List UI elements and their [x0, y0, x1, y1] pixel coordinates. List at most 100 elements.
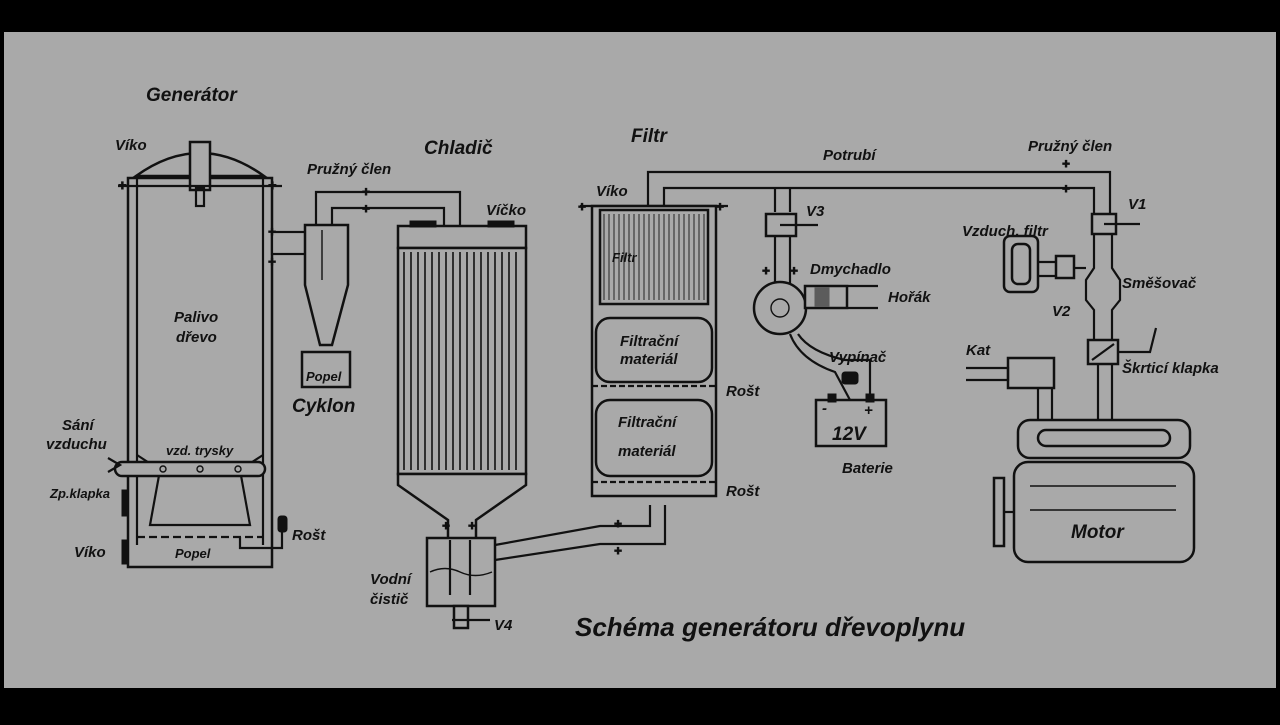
bottom-lid-label: Víko: [74, 544, 106, 561]
v4-label: V4: [494, 617, 513, 634]
engine-head-cover: [1036, 428, 1172, 448]
cyclone-pipe: [314, 190, 462, 225]
check-valve-label: Zp.klapka: [49, 486, 110, 501]
water-surface: [429, 567, 493, 577]
nozzle-ring: [113, 460, 267, 478]
cyclone-ash-label: Popel: [306, 369, 342, 384]
engine-flex-label: Pružný člen: [1028, 138, 1112, 155]
burner-branch: [773, 188, 792, 212]
mixer-label: Směšovač: [1122, 275, 1197, 292]
motor-label: Motor: [1071, 522, 1125, 543]
blower-icon: [752, 280, 808, 336]
generator-body: [126, 176, 274, 569]
air-intake-label-1: Sání: [62, 417, 96, 434]
generator-heading: Generátor: [146, 85, 238, 106]
air-filter-label: Vzduch. filtr: [962, 223, 1049, 240]
main-pipe: [646, 170, 1112, 220]
flywheel-icon: [992, 476, 1006, 548]
cyclone-flex-label: Pružný člen: [307, 161, 391, 178]
nozzles-label: vzd. trysky: [166, 443, 234, 458]
battery-minus: -: [822, 400, 827, 417]
cooler-fins: [403, 252, 517, 470]
generator-inner-wall: [135, 178, 265, 545]
cooler-lid-icon: [487, 220, 515, 228]
filter-grate1-label: Rošt: [726, 383, 760, 400]
filter-plus: +: [716, 199, 724, 214]
media2-label-1: Filtrační: [618, 414, 678, 431]
engine-ribs: [1030, 485, 1176, 511]
cyclone-ash-box: [300, 350, 352, 389]
cyclone-body: [303, 223, 350, 347]
lid-bolt: [194, 186, 206, 208]
fuel-label-2: dřevo: [176, 329, 217, 346]
catalyst-icon: [1006, 356, 1056, 390]
generator-ash-label: Popel: [175, 546, 211, 561]
fuel-label-1: Palivo: [174, 309, 218, 326]
battery-label: Baterie: [842, 460, 893, 477]
nozzle: [196, 465, 204, 473]
v2-valve-icon: [1054, 254, 1076, 280]
mixer-body: [1084, 234, 1122, 340]
filter: + +: [578, 170, 1112, 498]
air-intake-valve-icon: [107, 457, 123, 473]
media2-label-2: materiál: [618, 443, 676, 460]
throttle-lever: [1118, 327, 1158, 354]
outlet-plus: +: [268, 224, 276, 239]
blower-pipe: [773, 236, 792, 285]
exhaust-pipe: [966, 366, 1010, 382]
flange-plus-right: +: [268, 177, 276, 193]
exhaust-manifold: [1036, 388, 1054, 420]
outlet-plus: +: [268, 254, 276, 269]
blower-plus: +: [790, 263, 798, 278]
filter-cartridge-label: Filtr: [612, 250, 637, 265]
engine-group: + +: [966, 156, 1196, 564]
labels: Generátor Víko Palivo dřevo Sání vzduchu…: [46, 85, 1219, 642]
flex-plus: +: [362, 201, 370, 216]
generator-grate-label: Rošt: [292, 527, 326, 544]
flex-plus: +: [1062, 181, 1070, 196]
flex-plus: +: [362, 184, 370, 199]
burner-mesh-icon: [814, 287, 830, 307]
generator-lid-label: Víko: [115, 137, 147, 154]
flex-plus: +: [1062, 156, 1070, 171]
blower-wires: [788, 333, 872, 401]
grate-lever: [238, 525, 284, 550]
v2-label: V2: [1052, 303, 1071, 320]
blower-plus: +: [762, 263, 770, 278]
media1-label-1: Filtrační: [620, 333, 680, 350]
engine-block: [1012, 460, 1196, 564]
check-valve-icon: [121, 489, 128, 517]
air-filter-pipe: [1038, 260, 1056, 278]
water-cleaner-label-1: Vodní: [370, 571, 413, 588]
throttle-plate: [1091, 343, 1115, 361]
cooler-heading: Chladič: [424, 138, 493, 159]
generator: + + + +: [107, 140, 319, 569]
battery-icon: [814, 398, 888, 448]
battery-terminal: [865, 393, 875, 403]
cooler-plus: +: [442, 518, 450, 533]
battery-voltage-label: 12V: [832, 424, 867, 445]
filter-cartridge-lines: [603, 214, 705, 300]
filter-grate2-label: Rošt: [726, 483, 760, 500]
throttle-label: Škrticí klapka: [1122, 359, 1219, 377]
media1-label-2: materiál: [620, 351, 678, 368]
cleaner-inlet: [448, 540, 472, 595]
switch-label: Vypínač: [829, 349, 887, 366]
filter-lid-label: Víko: [596, 183, 628, 200]
nozzle: [234, 465, 242, 473]
grate-handle-icon: [277, 515, 288, 533]
cooler-lid-label: Víčko: [486, 202, 526, 219]
filter-plus: +: [578, 199, 586, 214]
battery-terminal: [827, 393, 837, 403]
catalyst-label: Kat: [966, 342, 991, 359]
cyclone-label: Cyklon: [292, 396, 355, 417]
cooler-to-filter-pipe: [494, 505, 667, 562]
battery-plus: +: [864, 402, 873, 419]
diagram-title: Schéma generátoru dřevoplynu: [575, 612, 965, 642]
blower-label: Dmychadlo: [810, 261, 891, 278]
nozzle: [159, 465, 167, 473]
v1-label: V1: [1128, 196, 1146, 213]
water-cleaner-label-2: čistič: [370, 591, 409, 608]
cooler-lid-icon: [409, 220, 437, 228]
